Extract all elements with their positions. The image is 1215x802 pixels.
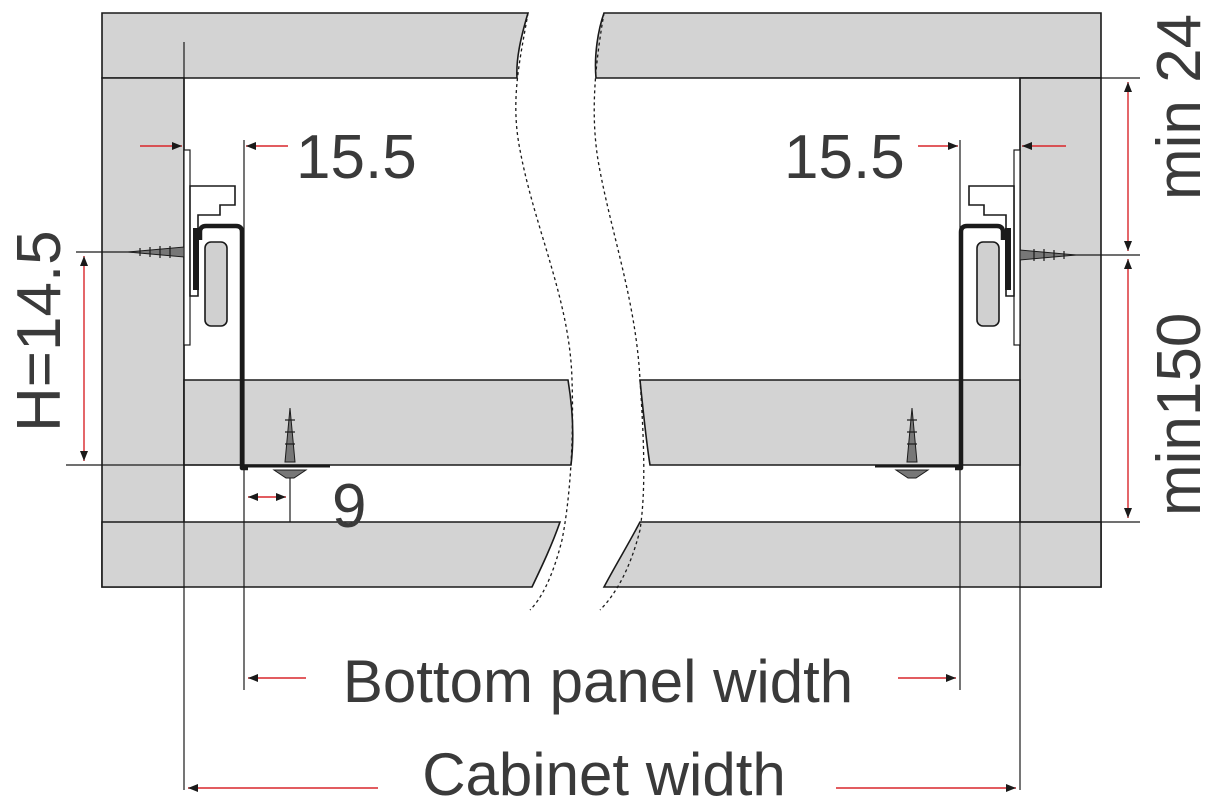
dimension-lines <box>80 82 1132 792</box>
break-line-left <box>515 12 574 611</box>
min-top-gap-label: min 24 <box>1145 14 1214 200</box>
cabinet-top-board-right <box>594 12 1102 79</box>
min-height-label: min150 <box>1145 313 1214 516</box>
cabinet-right-half <box>594 12 1102 588</box>
cabinet-right-side-panel <box>1019 77 1102 588</box>
drawer-profile-left <box>197 223 248 471</box>
slide-mechanism-right <box>968 149 1021 346</box>
cabinet-left-half <box>101 12 574 588</box>
height-label: H=14.5 <box>5 230 74 432</box>
screw-icon <box>894 407 930 479</box>
drawer-profile-right <box>955 223 1006 471</box>
cabinet-bottom-board-right <box>602 521 1102 588</box>
cabinet-top-board-left <box>101 12 530 79</box>
bottom-panel-width-label: Bottom panel width <box>343 648 853 715</box>
bottom-gap-label: 9 <box>332 472 366 541</box>
screw-icon <box>1019 249 1077 261</box>
screw-icon <box>127 246 185 258</box>
break-line-right <box>593 12 645 611</box>
cabinet-left-side-panel <box>101 77 185 588</box>
cabinet-bottom-board-left <box>101 521 562 588</box>
screw-icon <box>272 407 308 479</box>
drawer-side-board-left <box>183 379 574 466</box>
cabinet-width-label: Cabinet width <box>422 741 786 802</box>
right-offset-label: 15.5 <box>784 123 905 192</box>
slide-mechanism-left <box>183 149 236 346</box>
left-offset-label: 15.5 <box>296 123 417 192</box>
